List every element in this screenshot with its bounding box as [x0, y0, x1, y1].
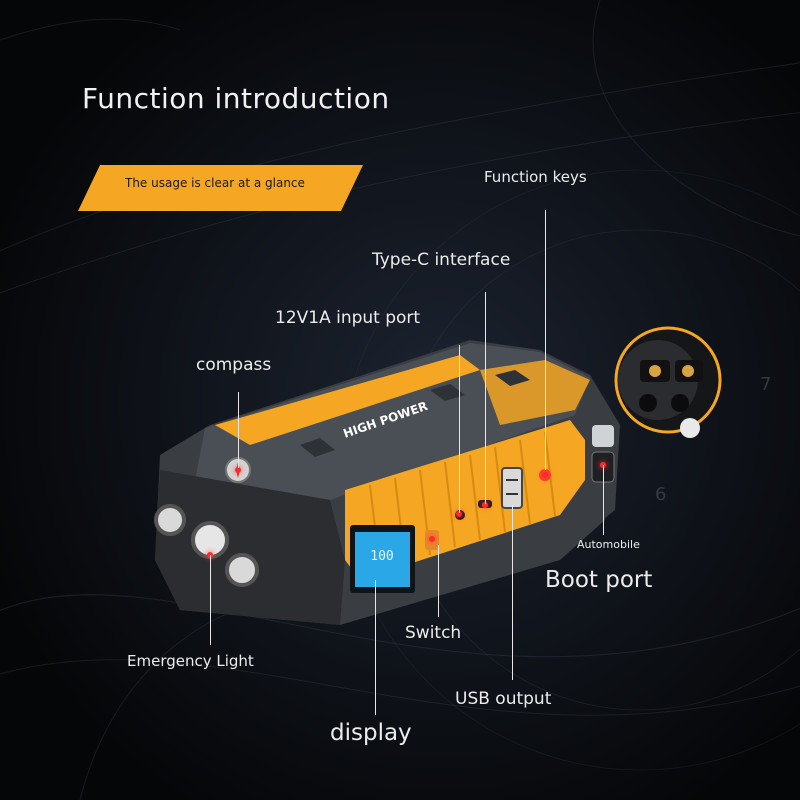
label-automobile: Automobile: [577, 538, 640, 551]
switch-indicator: [429, 536, 435, 542]
compass-indicator: [235, 467, 241, 473]
banner-text: The usage is clear at a glance: [125, 176, 305, 190]
lcd-readout: 100: [370, 549, 393, 564]
svg-text:6: 6: [655, 484, 666, 505]
label-display: display: [330, 720, 412, 746]
leader-boot-port: [603, 465, 604, 535]
label-input-port: 12V1A input port: [275, 308, 421, 328]
leader-input-port: [459, 345, 460, 513]
leader-compass: [238, 392, 239, 468]
function-key-indicator: [542, 472, 548, 478]
svg-text:7: 7: [760, 374, 771, 395]
label-type-c: Type-C interface: [372, 250, 511, 270]
label-emergency-light: Emergency Light: [127, 652, 254, 670]
leader-display: [375, 580, 376, 715]
label-usb-output: USB output: [455, 689, 552, 709]
label-function-keys: Function keys: [484, 168, 587, 186]
leader-function-keys: [545, 210, 546, 470]
banner-shape: [78, 165, 363, 211]
leader-switch: [438, 545, 439, 617]
label-switch: Switch: [405, 623, 462, 643]
leader-emergency-light: [210, 555, 211, 645]
label-boot-port: Boot port: [545, 567, 653, 593]
page-title: Function introduction: [82, 82, 390, 115]
leader-type-c: [485, 292, 486, 504]
leader-usb-output: [512, 505, 513, 680]
type-c-indicator: [482, 502, 488, 508]
input-port-indicator: [456, 511, 462, 517]
label-compass: compass: [196, 355, 272, 375]
